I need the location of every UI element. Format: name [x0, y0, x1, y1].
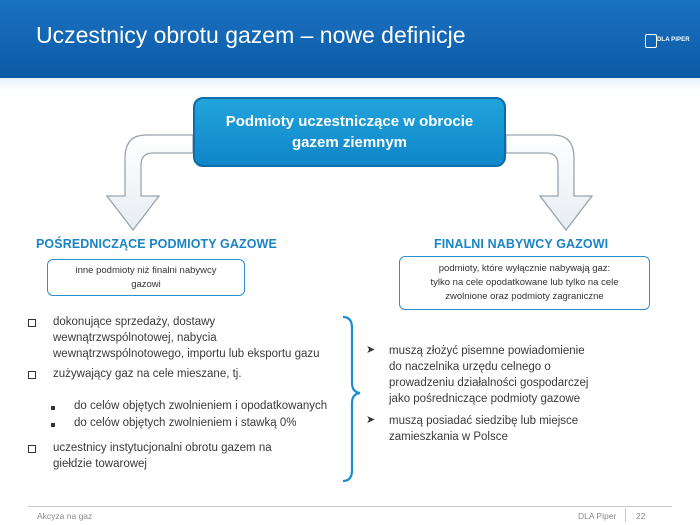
page-number: 22	[636, 511, 646, 521]
central-concept-line-1: Podmioty uczestniczące w obrocie	[225, 113, 474, 130]
list-item-line: muszą posiadać siedzibę lub miejsce	[389, 415, 579, 427]
header-band	[0, 78, 700, 92]
arrow-bullet-icon: ➤	[366, 414, 376, 426]
right-definition-box: podmioty, które wyłącznie nabywają gaz: …	[399, 256, 650, 310]
right-brace	[342, 315, 361, 483]
arrow-bullet-icon: ➤	[366, 344, 376, 356]
left-definition-box: inne podmioty niż finalni nabywcy gazowi	[47, 259, 245, 296]
right-heading: FINALNI NABYWCY GAZOWI	[434, 237, 609, 251]
footer-separator	[625, 508, 626, 522]
slide-title: Uczestnicy obrotu gazem – nowe definicje	[36, 22, 466, 48]
dot-bullet-icon	[51, 406, 55, 410]
list-item-line: do celów objętych zwolnieniem i opodatko…	[74, 400, 328, 412]
list-item-line: wewnątrzwspólnotowej, nabycia	[53, 332, 217, 344]
logo-text: DLA PIPER	[657, 37, 690, 43]
right-curved-arrow	[505, 134, 594, 232]
footer-brand: DLA Piper	[578, 511, 617, 521]
list-item-line: zamieszkania w Polsce	[389, 431, 508, 443]
list-item-line: giełdzie towarowej	[53, 458, 147, 470]
right-definition-line: zwolnione oraz podmioty zagraniczne	[445, 291, 604, 302]
left-curved-arrow	[105, 134, 194, 232]
list-item-line: dokonujące sprzedaży, dostawy	[53, 316, 216, 328]
central-concept-line-2: gazem ziemnym	[291, 134, 408, 151]
square-bullet-icon	[28, 445, 36, 453]
square-bullet-icon	[28, 319, 36, 327]
left-heading: POŚREDNICZĄCE PODMIOTY GAZOWE	[36, 237, 277, 251]
left-definition-line: inne podmioty niż finalni nabywcy	[75, 264, 217, 276]
right-definition-line: podmioty, które wyłącznie nabywają gaz:	[438, 263, 611, 274]
list-item-line: zużywający gaz na cele mieszane, tj.	[53, 368, 242, 380]
list-item-line: muszą złożyć pisemne powiadomienie	[389, 345, 585, 357]
left-definition-line: gazowi	[131, 278, 161, 290]
dla-piper-logo-icon	[645, 34, 657, 48]
list-item-line: uczestnicy instytucjonalni obrotu gazem …	[53, 442, 272, 454]
list-item-line: do celów objętych zwolnieniem i stawką 0…	[74, 417, 297, 429]
square-bullet-icon	[28, 371, 36, 379]
list-item-line: do naczelnika urzędu celnego o	[389, 361, 551, 373]
dot-bullet-icon	[51, 423, 55, 427]
logo: DLA PIPER	[645, 33, 693, 51]
right-definition-line: tylko na cele opodatkowane lub tylko na …	[430, 277, 619, 288]
header-bar: Uczestnicy obrotu gazem – nowe definicje…	[0, 0, 700, 78]
list-item-line: wewnątrzwspólnotowego, importu lub ekspo…	[53, 348, 320, 360]
list-item-line: jako pośredniczące podmioty gazowe	[389, 393, 581, 405]
footer-topic: Akcyza na gaz	[37, 511, 93, 521]
list-item-line: prowadzeniu działalności gospodarczej	[389, 377, 589, 389]
footer-divider	[28, 506, 672, 507]
central-concept-box: Podmioty uczestniczące w obrocie gazem z…	[193, 97, 506, 167]
